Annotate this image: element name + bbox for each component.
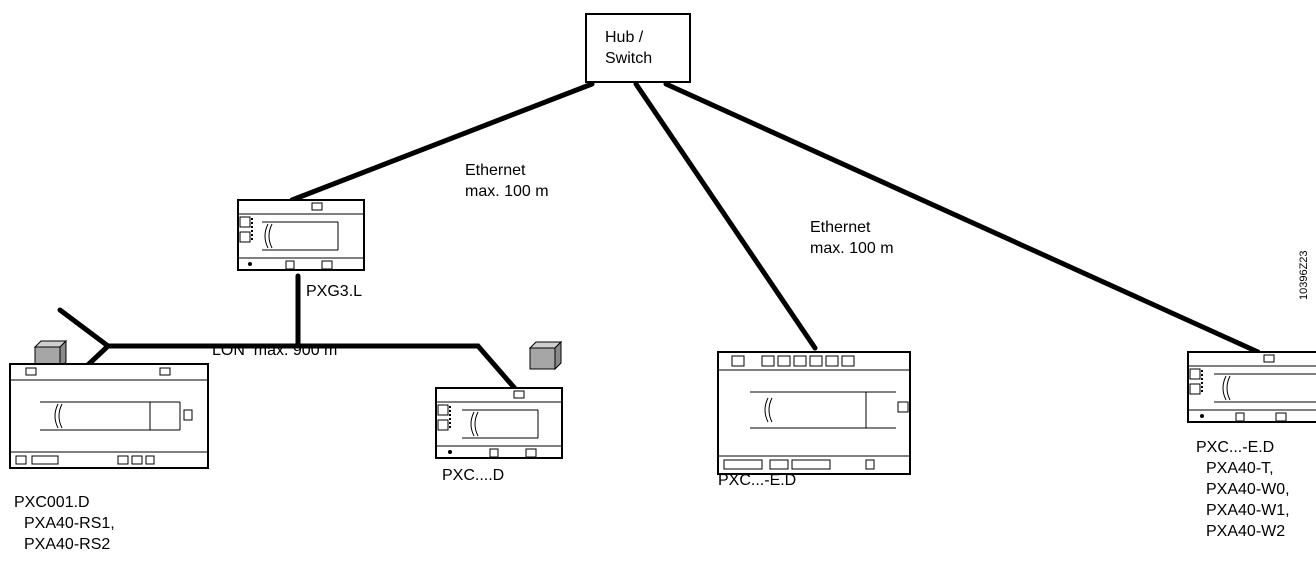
hub-label: Hub / Switch bbox=[605, 27, 652, 69]
pxc-right-label: PXC...-E.D PXA40-T, PXA40-W0, PXA40-W1, … bbox=[1196, 437, 1290, 542]
pxc-right-option: PXA40-W0, bbox=[1206, 481, 1290, 498]
ethernet-left-line1: Ethernet bbox=[465, 162, 526, 179]
ethernet-right-line1: Ethernet bbox=[810, 219, 871, 236]
device-pxg3l bbox=[237, 199, 365, 271]
pxc001-option: PXA40-RS2 bbox=[24, 536, 111, 553]
hub-switch-box: Hub / Switch bbox=[585, 13, 691, 83]
ethernet-cable-pxc-mid bbox=[633, 81, 818, 351]
hub-label-line1: Hub / bbox=[605, 29, 644, 46]
pxc-small-label: PXC....D bbox=[442, 467, 505, 484]
ethernet-cable-pxc-right bbox=[663, 81, 1261, 355]
pxc-right-option: PXA40-W1, bbox=[1206, 502, 1290, 519]
hub-label-line2: Switch bbox=[605, 50, 653, 67]
lon-terminator-right bbox=[528, 340, 563, 371]
lon-bus bbox=[57, 307, 521, 395]
pxg-label: PXG3.L bbox=[306, 283, 363, 300]
pxc001-name: PXC001.D bbox=[14, 494, 90, 511]
lon-terminator-left bbox=[33, 339, 68, 370]
ethernet-label-left: Ethernet max. 100 m bbox=[465, 160, 549, 202]
device-pxc001d bbox=[9, 363, 209, 469]
device-pxc-small bbox=[435, 387, 563, 459]
ethernet-right-line2: max. 100 m bbox=[810, 240, 894, 257]
lon-label: LON max. 900 m bbox=[212, 342, 338, 359]
ethernet-cable-pxg bbox=[289, 81, 595, 203]
device-pxc-right bbox=[1187, 351, 1316, 423]
figure-code: 10396Z23 bbox=[1298, 250, 1310, 300]
pxc001-option: PXA40-RS1, bbox=[24, 515, 115, 532]
pxc-right-option: PXA40-T, bbox=[1206, 460, 1274, 477]
pxc-right-option: PXA40-W2 bbox=[1206, 523, 1286, 540]
pxc001-label: PXC001.D PXA40-RS1, PXA40-RS2 bbox=[14, 492, 115, 555]
pxc-mid-label: PXC...-E.D bbox=[718, 472, 797, 489]
ethernet-left-line2: max. 100 m bbox=[465, 183, 549, 200]
pxc-right-name: PXC...-E.D bbox=[1196, 439, 1275, 456]
ethernet-label-right: Ethernet max. 100 m bbox=[810, 217, 894, 259]
device-pxc-mid bbox=[717, 351, 911, 475]
